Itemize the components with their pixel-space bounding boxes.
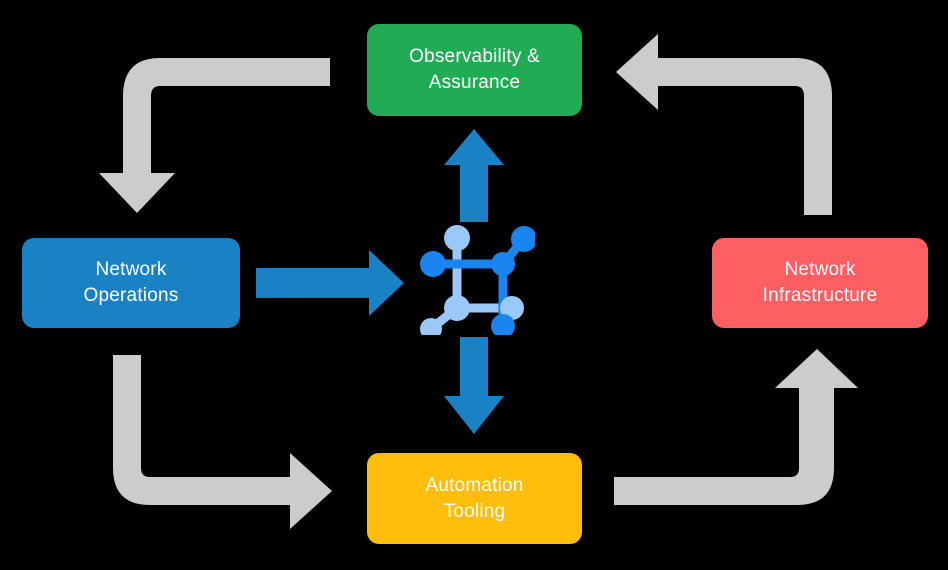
node-box-network-operations[interactable]: Network Operations <box>22 238 240 328</box>
gray-arrow-infrastructure-to-observability <box>616 34 832 215</box>
gray-arrow-operations-to-automation <box>113 355 332 529</box>
gray-arrow-observability-to-operations <box>99 58 330 213</box>
node-box-automation-tooling[interactable]: Automation Tooling <box>367 453 582 544</box>
node-box-observability[interactable]: Observability & Assurance <box>367 24 582 116</box>
blue-arrow-operations-to-center <box>256 250 404 316</box>
node-box-network-infrastructure[interactable]: Network Infrastructure <box>712 238 928 328</box>
network-topology-icon <box>420 225 535 335</box>
blue-arrow-center-to-automation <box>444 337 504 434</box>
blue-arrow-center-to-observability <box>444 129 504 222</box>
gray-arrow-automation-to-infrastructure <box>614 349 858 505</box>
